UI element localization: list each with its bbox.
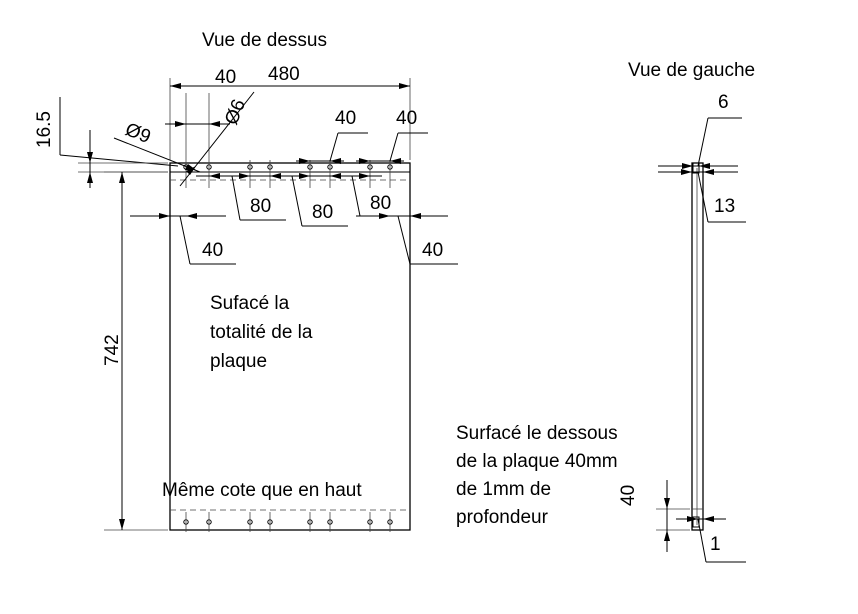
bottom-hole-row bbox=[183, 519, 393, 525]
dim-overall-width-label: 480 bbox=[268, 64, 300, 85]
dim-top-40 bbox=[165, 93, 230, 160]
note-surface-line3: plaque bbox=[210, 351, 267, 372]
dim-pitch-80-a-label: 80 bbox=[250, 196, 271, 217]
top-hole-centerlines bbox=[185, 160, 391, 188]
leader-diam-9 bbox=[113, 137, 201, 173]
note-bottom-line3: de 1mm de bbox=[456, 479, 551, 500]
top-view-title: Vue de dessus bbox=[202, 30, 327, 51]
dim-margin-left-label: 40 bbox=[202, 240, 223, 261]
dim-spacing-40-a bbox=[296, 132, 368, 164]
plate-outline bbox=[169, 162, 411, 531]
note-bottom-line1: Surfacé le dessous bbox=[456, 423, 618, 444]
dim-spacing-40-b bbox=[356, 132, 428, 164]
side-top-hole bbox=[692, 162, 700, 174]
dim-margin-right-label: 40 bbox=[422, 240, 443, 261]
dim-diam-6-label: Ø6 bbox=[221, 96, 250, 127]
dim-top-40-label: 40 bbox=[215, 67, 236, 88]
dim-side-40-label: 40 bbox=[618, 485, 639, 506]
dim-diam-9-label: Ø9 bbox=[122, 119, 153, 148]
dim-margin-right bbox=[356, 213, 458, 265]
dim-spacing-40-a-label: 40 bbox=[335, 108, 356, 129]
dim-side-1-label: 1 bbox=[710, 534, 721, 555]
dim-side-1 bbox=[676, 516, 746, 563]
note-bottom-line4: profondeur bbox=[456, 507, 549, 528]
bottom-hole-centerlines bbox=[185, 512, 391, 532]
dim-height-label: 742 bbox=[102, 334, 123, 366]
note-bottom-line2: de la plaque 40mm bbox=[456, 451, 618, 472]
dim-pitch-80-c-label: 80 bbox=[370, 193, 391, 214]
dim-side-6-label: 6 bbox=[718, 92, 729, 113]
dim-edge-offset bbox=[59, 97, 179, 188]
note-same-dims: Même cote que en haut bbox=[162, 480, 362, 501]
note-surface-line2: totalité de la bbox=[210, 322, 313, 343]
dim-spacing-40-b-label: 40 bbox=[396, 108, 417, 129]
dim-margin-left bbox=[130, 213, 236, 265]
left-view-title: Vue de gauche bbox=[628, 60, 755, 81]
dim-side-40 bbox=[656, 480, 690, 552]
dim-pitch-80-b-label: 80 bbox=[312, 202, 333, 223]
dim-pitch-80-a bbox=[196, 173, 286, 221]
dim-height bbox=[104, 171, 168, 531]
dim-pitch-80-b bbox=[258, 173, 348, 227]
dim-overall-width bbox=[169, 78, 411, 160]
dim-side-13-label: 13 bbox=[714, 196, 735, 217]
top-hole-row bbox=[183, 164, 393, 170]
dim-side-13 bbox=[658, 169, 746, 223]
dim-edge-offset-label: 16.5 bbox=[34, 111, 55, 148]
dim-side-6 bbox=[658, 117, 742, 169]
side-plate-outline bbox=[691, 162, 704, 531]
leader-diam-6 bbox=[179, 91, 255, 187]
note-surface-line1: Sufacé la bbox=[210, 293, 290, 314]
